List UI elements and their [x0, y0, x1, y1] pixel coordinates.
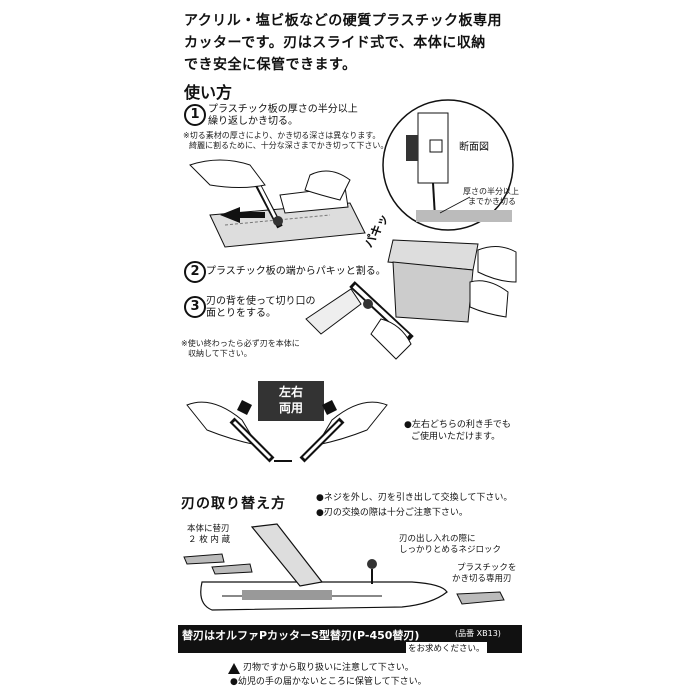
ambidextrous-illustration — [186, 400, 388, 463]
usage-heading: 使い方 — [184, 83, 233, 102]
step-3-illustration — [305, 281, 414, 360]
step-1-illustration — [189, 159, 366, 248]
ambidextrous-badge: 左右 両用 — [258, 381, 324, 421]
spare-blade-label-1: 本体に替刃 — [187, 524, 230, 534]
step-2-text: プラスチック板の端からパキッと割る。 — [206, 266, 386, 277]
refill-code: (品番 XB13) — [455, 629, 501, 638]
badge-line-2: 両用 — [278, 401, 303, 415]
intro-line-2: カッターです。刃はスライド式で、本体に収納 — [184, 35, 486, 51]
step-1-note-1: ※切る素材の厚さにより、かき切る深さは異なります。 — [183, 131, 381, 140]
badge-line-1: 左右 — [278, 385, 303, 399]
warning-triangle-icon — [228, 663, 240, 674]
step-1-line-2: 繰り返しかき切る。 — [208, 116, 298, 127]
step-3-number: 3 — [184, 296, 206, 318]
refill-suffix: をお求めください。 — [406, 642, 487, 654]
replacement-bullet-2: ●刃の交換の際は十分ご注意下さい。 — [316, 508, 468, 518]
spare-blade-label-2: ２ 枚 内 蔵 — [188, 535, 231, 545]
refill-main-text: 替刃はオルファPカッターS型替刃(P-450替刃) — [182, 629, 420, 642]
step-3-line-1: 刃の背を使って切り口の — [206, 296, 316, 307]
screw-lock-label-2: しっかりとめるネジロック — [399, 545, 502, 555]
cross-section-illustration — [382, 99, 514, 231]
cutter-disassembly-illustration — [183, 523, 505, 611]
special-blade-label-1: プラスチックを — [457, 563, 517, 573]
step-1-line-1: プラスチック板の厚さの半分以上 — [208, 104, 358, 115]
cross-section-label: 断面図 — [459, 142, 489, 153]
special-blade-label-2: かき切る専用刃 — [452, 574, 512, 584]
storage-note-1: ※使い終わったら必ず刃を本体に — [181, 339, 300, 348]
snap-illustration — [387, 239, 517, 323]
warning-line-2: ●幼児の手の届かないところに保管して下さい。 — [230, 677, 427, 687]
replacement-bullet-1: ●ネジを外し、刃を引き出して交換して下さい。 — [316, 493, 513, 503]
depth-label-1: 厚さの半分以上 — [463, 187, 519, 196]
warning-line-1: 刃物ですから取り扱いに注意して下さい。 — [243, 663, 414, 673]
step-2-number: 2 — [184, 261, 206, 283]
intro-line-3: でき安全に保管できます。 — [184, 57, 357, 73]
step-3-line-2: 面とりをする。 — [206, 308, 276, 319]
storage-note-2: 収納して下さい。 — [188, 349, 252, 358]
ambidextrous-text-1: ●左右どちらの利き手でも — [404, 420, 511, 430]
ambidextrous-text-2: ご使用いただけます。 — [411, 432, 501, 442]
depth-label-2: までかき切る — [468, 197, 516, 206]
step-1-number: 1 — [184, 104, 206, 126]
intro-text: アクリル・塩ビ板などの硬質プラスチック板専用 カッターです。刃はスライド式で、本… — [184, 10, 544, 76]
intro-line-1: アクリル・塩ビ板などの硬質プラスチック板専用 — [184, 13, 503, 29]
replacement-heading: 刃の取り替え方 — [181, 496, 286, 512]
step-1-note-2: 綺麗に割るために、十分な深さまでかき切って下さい。 — [189, 141, 389, 150]
screw-lock-label-1: 刃の出し入れの際に — [399, 534, 476, 544]
